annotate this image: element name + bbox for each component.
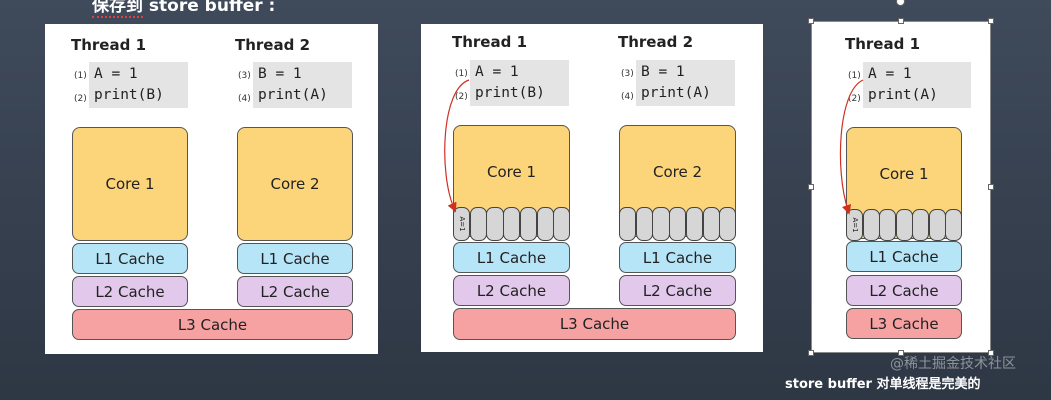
- code-line: B = 1: [258, 66, 302, 82]
- code-line: print(B): [475, 85, 545, 101]
- store-buffer-slot: [486, 207, 504, 241]
- core-1: Core 1: [72, 127, 188, 241]
- watermark: @稀土掘金技术社区: [890, 356, 1016, 372]
- step-number: (1): [455, 69, 468, 79]
- step-number: (2): [848, 94, 861, 104]
- thread-1-label: Thread 1: [452, 33, 527, 51]
- thread-1-code: A = 1 print(B): [470, 60, 569, 106]
- slide-caption: store buffer 对单线程是完美的: [785, 377, 981, 392]
- l2-cache: L2 Cache: [237, 276, 353, 307]
- diagram-2-panel[interactable]: Thread 1 Thread 2 (1) (2) A = 1 print(B)…: [421, 24, 763, 352]
- code-line: A = 1: [475, 64, 519, 80]
- diagram-1-panel[interactable]: Thread 1 Thread 2 (1) (2) A = 1 print(B)…: [45, 24, 378, 354]
- step-number: (2): [74, 94, 87, 104]
- l1-cache: L1 Cache: [619, 242, 736, 273]
- resize-handle-icon[interactable]: [808, 18, 814, 24]
- store-buffer-thread-2: [619, 207, 737, 241]
- store-buffer-slot: [862, 209, 880, 241]
- l3-cache: L3 Cache: [72, 309, 353, 340]
- store-buffer-slot: [669, 207, 687, 241]
- step-number: (1): [74, 71, 87, 81]
- store-buffer-slot: [945, 209, 963, 241]
- slide-title: 保存到 store buffer :: [92, 0, 276, 18]
- thread-2-code: B = 1 print(A): [253, 62, 352, 108]
- l2-cache: L2 Cache: [453, 275, 570, 306]
- store-buffer-slot: [912, 209, 930, 241]
- step-number: (1): [848, 71, 861, 81]
- resize-handle-icon[interactable]: [988, 18, 994, 24]
- thread-2-code: B = 1 print(A): [636, 60, 735, 106]
- resize-handle-icon[interactable]: [898, 18, 904, 24]
- step-number: (3): [238, 71, 251, 81]
- store-buffer-slot: [895, 209, 913, 241]
- store-buffer-slot: [536, 207, 554, 241]
- store-buffer-slot: [719, 207, 737, 241]
- store-buffer-slot: [469, 207, 487, 241]
- l2-cache: L2 Cache: [72, 276, 188, 307]
- store-buffer-slot: A=1: [846, 209, 864, 241]
- code-line: A = 1: [868, 66, 912, 82]
- l3-cache: L3 Cache: [453, 308, 736, 340]
- write-arrow: [839, 79, 864, 215]
- write-arrow: [444, 79, 470, 213]
- store-buffer-slot: [652, 207, 670, 241]
- store-buffer-slot: [619, 207, 637, 241]
- slide-title-rest: store buffer :: [143, 0, 276, 16]
- thread-1-label: Thread 1: [845, 35, 920, 53]
- resize-handle-icon[interactable]: [988, 350, 994, 356]
- resize-handle-icon[interactable]: [808, 184, 814, 190]
- thread-1-code: A = 1 print(B): [89, 62, 188, 108]
- slide-title-underlined: 保存到: [92, 0, 143, 18]
- l2-cache: L2 Cache: [846, 275, 962, 306]
- store-buffer-slot: [635, 207, 653, 241]
- thread-1-code: A = 1 print(A): [863, 62, 971, 108]
- code-line: print(A): [868, 87, 938, 103]
- store-buffer-slot: [928, 209, 946, 241]
- store-buffer-slot: [879, 209, 897, 241]
- store-buffer-slot: [503, 207, 521, 241]
- diagram-3-panel[interactable]: Thread 1 (1) (2) A = 1 print(A) Core 1 A…: [811, 21, 991, 353]
- step-number: (4): [238, 94, 251, 104]
- step-number: (4): [621, 92, 634, 102]
- store-buffer-thread-1: A=1: [453, 207, 571, 241]
- code-line: print(A): [258, 87, 328, 103]
- store-buffer-slot: [519, 207, 538, 241]
- core-2: Core 2: [237, 127, 353, 241]
- rotate-handle-icon[interactable]: [896, 0, 905, 6]
- l1-cache: L1 Cache: [237, 243, 353, 274]
- l1-cache: L1 Cache: [846, 241, 962, 272]
- l1-cache: L1 Cache: [72, 243, 188, 274]
- code-line: B = 1: [641, 64, 685, 80]
- store-buffer-slot: [685, 207, 704, 241]
- code-line: A = 1: [94, 66, 138, 82]
- store-buffer-slot: [553, 207, 571, 241]
- step-number: (2): [455, 92, 468, 102]
- thread-2-label: Thread 2: [235, 36, 310, 54]
- l1-cache: L1 Cache: [453, 242, 570, 273]
- code-line: print(B): [94, 87, 164, 103]
- l2-cache: L2 Cache: [619, 275, 736, 306]
- store-buffer-slot: [702, 207, 720, 241]
- l3-cache: L3 Cache: [846, 308, 962, 339]
- step-number: (3): [621, 69, 634, 79]
- store-buffer-thread-1: A=1: [846, 209, 963, 241]
- thread-1-label: Thread 1: [71, 36, 146, 54]
- resize-handle-icon[interactable]: [898, 350, 904, 356]
- resize-handle-icon[interactable]: [988, 184, 994, 190]
- resize-handle-icon[interactable]: [808, 350, 814, 356]
- store-buffer-slot: A=1: [453, 207, 471, 241]
- thread-2-label: Thread 2: [618, 33, 693, 51]
- code-line: print(A): [641, 85, 711, 101]
